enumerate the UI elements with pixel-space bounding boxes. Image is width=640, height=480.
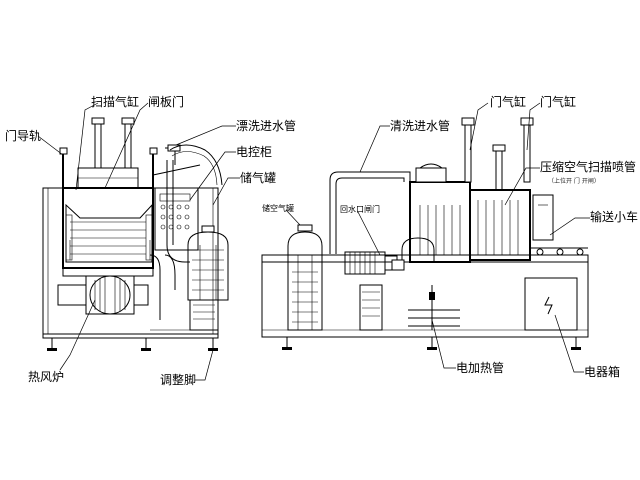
scan-nozzle-chamber: [469, 189, 531, 261]
label-conveyor-cart: 输送小车: [590, 210, 639, 224]
label-rinse-inlet-pipe-right: 清洗进水管: [390, 119, 451, 133]
right-frame: [261, 254, 589, 338]
label-compressed-air-nozzle: 压缩空气扫描喷管: [540, 160, 637, 174]
right-wash-chamber: [409, 181, 471, 263]
label-rinse-inlet-pipe-left: 漂洗进水管: [236, 119, 297, 133]
air-tank-shape: [187, 225, 229, 331]
return-valve-shape: [391, 259, 405, 271]
label-door-cylinder-1: 门气缸: [490, 95, 527, 109]
label-small-note: （上位开 门 开闸）: [548, 178, 600, 185]
label-door-cylinder-2: 门气缸: [540, 95, 577, 109]
right-feet: [282, 337, 581, 350]
heat-blower-shape: [57, 275, 149, 315]
conveyor-cart-box: [532, 194, 554, 241]
leader-lines: [37, 102, 590, 381]
label-return-valve: 回水口闸门: [340, 205, 380, 214]
right-door-cylinder-a: [464, 124, 472, 183]
label-gate-door: 闸板门: [148, 95, 185, 109]
left-machine: [42, 117, 229, 351]
label-air-tank: 储气罐: [240, 171, 277, 185]
control-cabinet-shape: [154, 187, 199, 251]
label-adjust-foot: 调整脚: [160, 373, 197, 387]
right-machine: [261, 117, 589, 350]
left-feet: [47, 338, 218, 351]
electric-box-shape: [524, 277, 578, 331]
label-small-air-tank: 储空气罐: [262, 204, 294, 213]
left-frame: [42, 187, 219, 339]
control-cabinet-buttons: [159, 193, 191, 230]
label-door-rail: 门导轨: [5, 129, 42, 143]
label-heating-pipe: 电加热管: [456, 361, 505, 375]
lightning-icon: [544, 296, 553, 315]
left-scan-cylinder-a: [94, 123, 102, 169]
label-heat-blower: 热风炉: [28, 370, 65, 384]
left-scan-cylinder-b: [124, 123, 132, 169]
small-air-tank-shape: [287, 224, 323, 331]
label-control-cabinet: 电控柜: [236, 145, 273, 159]
right-door-cylinder-b: [523, 124, 531, 183]
label-scan-cylinder: 扫描气缸: [91, 95, 140, 109]
left-wash-chamber: [62, 187, 154, 269]
label-electric-box: 电器箱: [584, 365, 621, 379]
